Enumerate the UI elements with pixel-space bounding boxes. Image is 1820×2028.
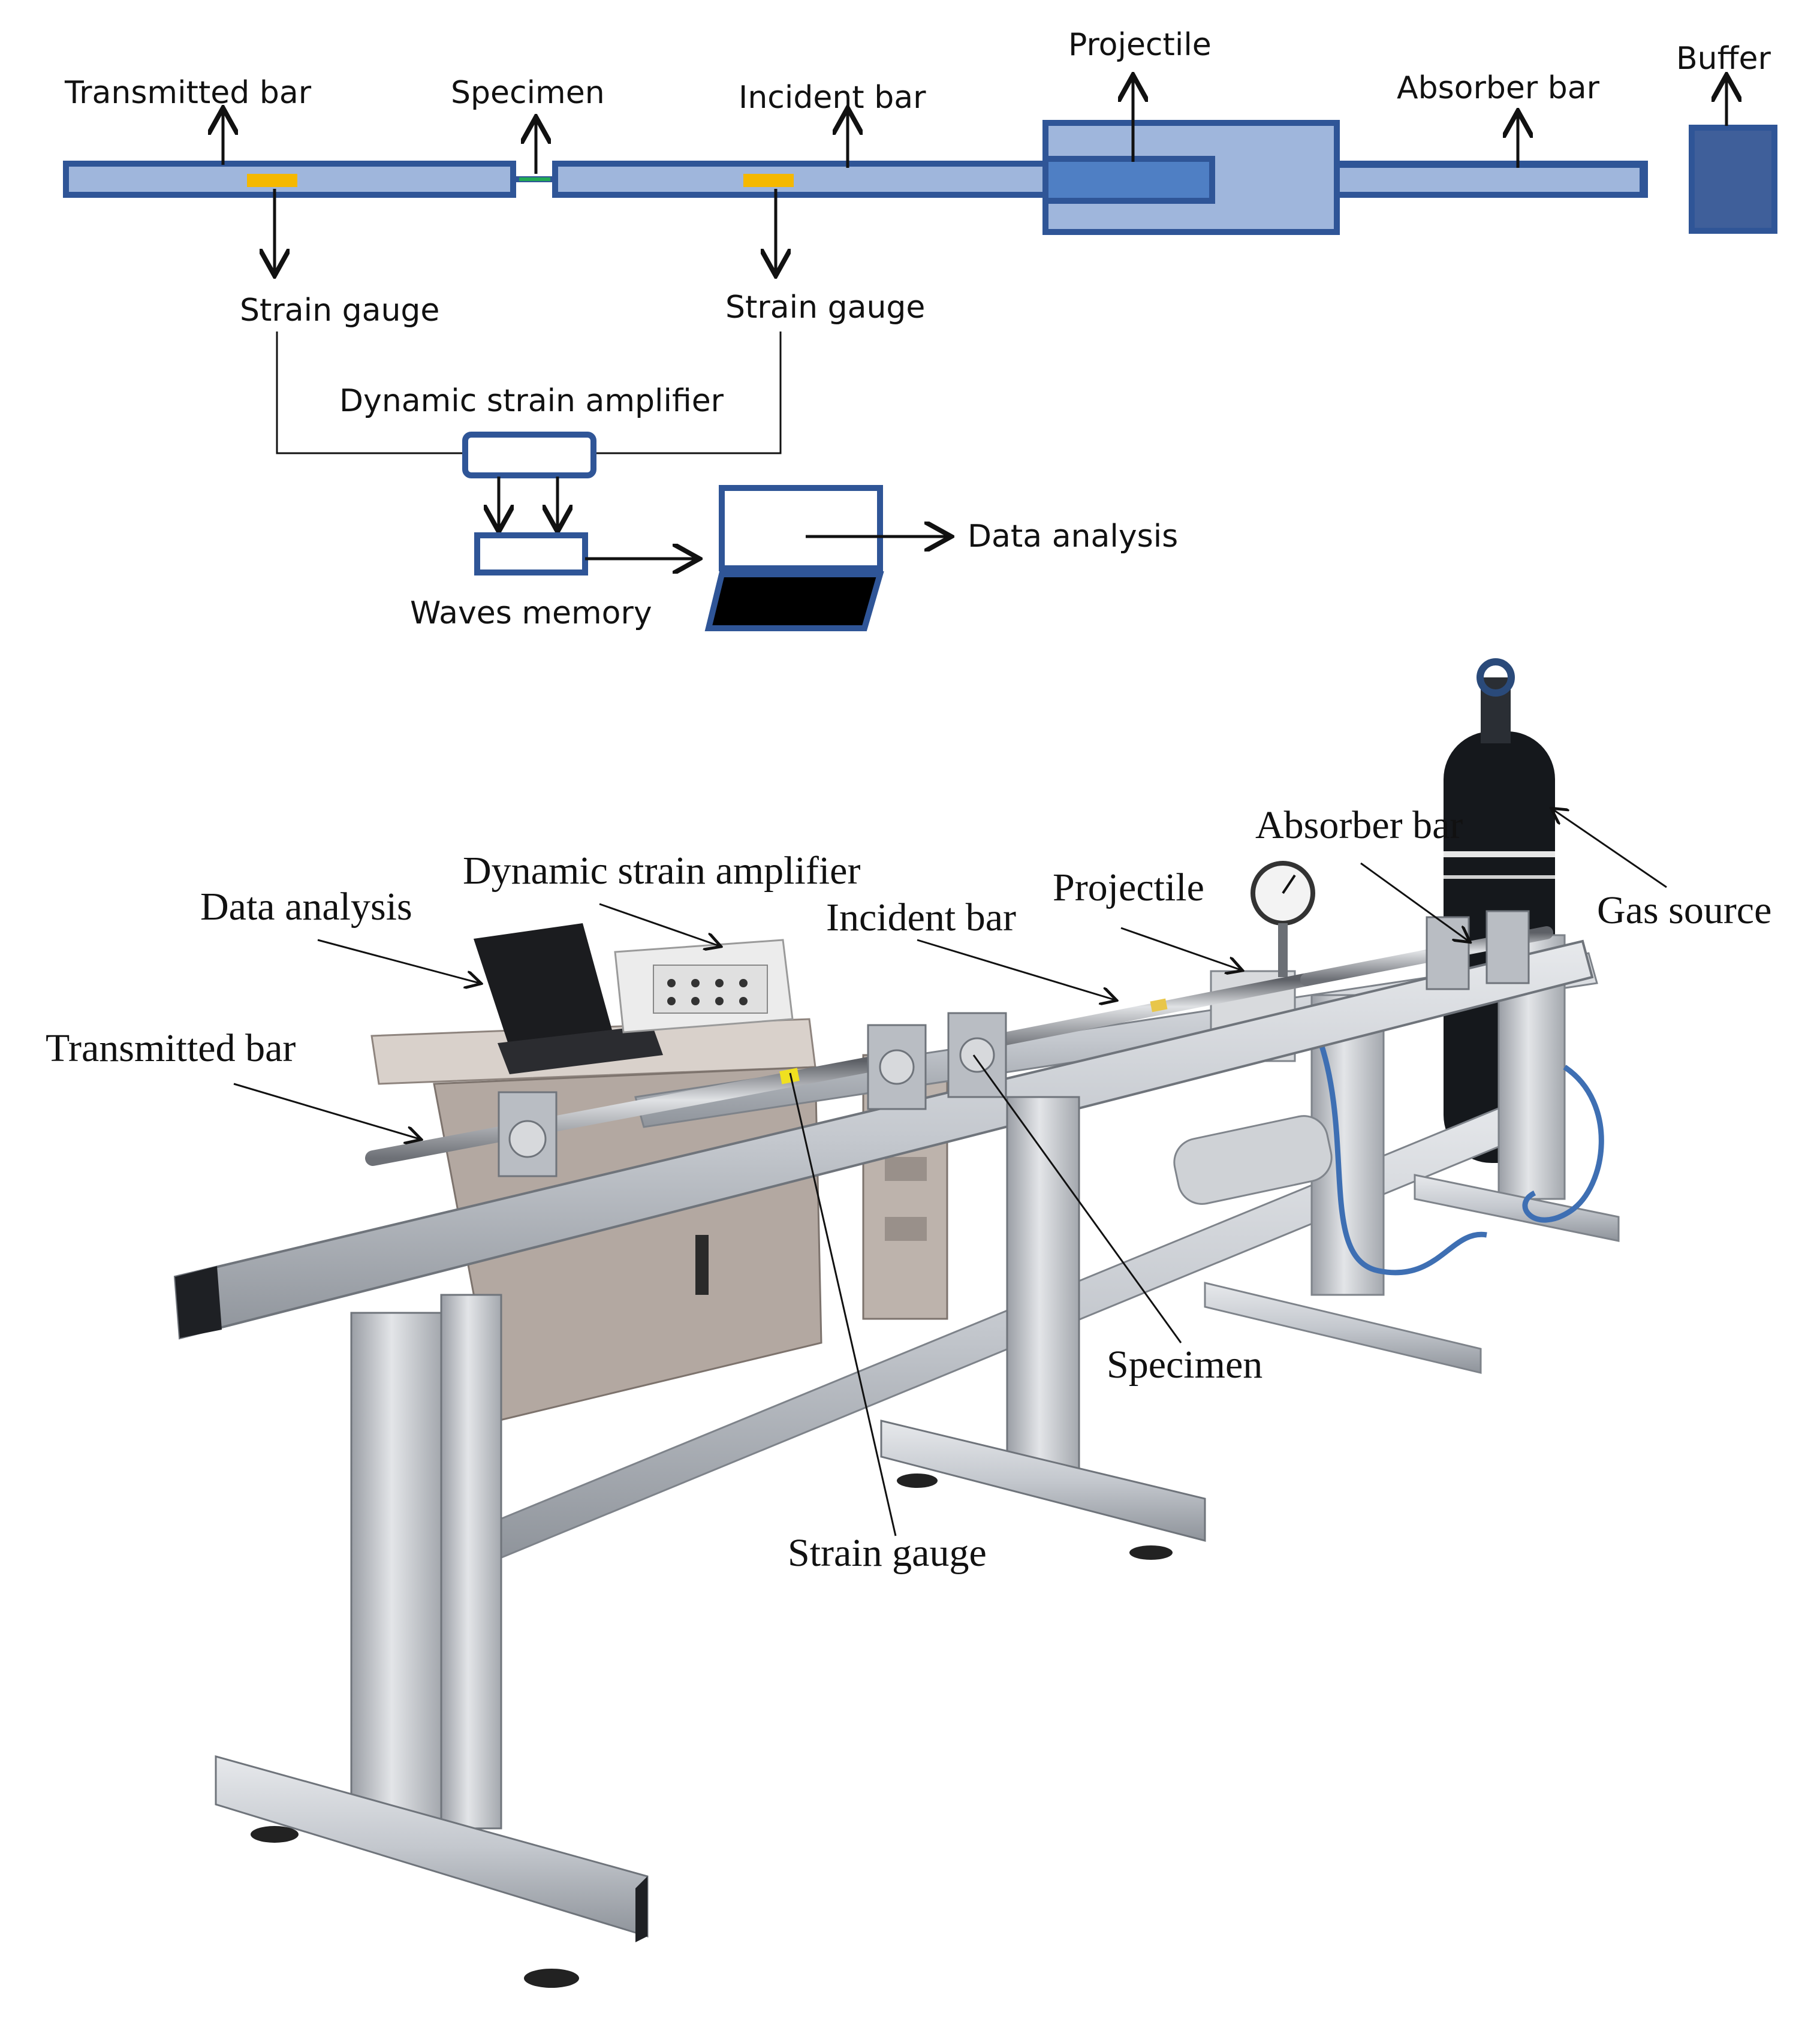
- wire-right: [593, 332, 782, 454]
- label-buffer: Buffer: [1676, 41, 1771, 77]
- leader-strain-gauge: [789, 1072, 897, 1536]
- laptop: [474, 923, 663, 1074]
- dynamic-strain-amplifier-box: [462, 432, 596, 478]
- hose-1: [1316, 1036, 1487, 1276]
- incident-bar-rod: [953, 973, 1313, 1054]
- hose-2: [1522, 1065, 1604, 1223]
- buffer: [1689, 125, 1777, 234]
- leader-projectile: [1120, 927, 1241, 970]
- leader-data-analysis: [317, 939, 480, 983]
- front-legs: [215, 1096, 1206, 1988]
- wire-left: [276, 332, 465, 454]
- photo-label-specimen: Specimen: [1107, 1343, 1262, 1387]
- label-projectile: Projectile: [1068, 27, 1212, 63]
- projectile: [1042, 156, 1215, 204]
- photo-label-projectile: Projectile: [1053, 866, 1204, 909]
- photo-label-strain-gauge: Strain gauge: [788, 1531, 987, 1575]
- leader-gas-source: [1553, 809, 1667, 888]
- label-waves-memory: Waves memory: [410, 595, 652, 631]
- photo-label-gas-source: Gas source: [1597, 888, 1771, 932]
- label-dynamic-strain-amplifier: Dynamic strain amplifier: [339, 383, 724, 419]
- label-absorber-bar: Absorber bar: [1397, 70, 1600, 106]
- waves-memory-box: [474, 532, 588, 575]
- schematic-diagram: Transmitted bar Specimen Incident bar Pr…: [63, 27, 1777, 631]
- strain-gauge-marker-incident: [1150, 998, 1168, 1013]
- strain-gauge-right: [743, 174, 794, 187]
- leader-dynamic-strain-amplifier: [599, 903, 719, 946]
- transmitted-bar-rod: [365, 1053, 895, 1166]
- label-strain-gauge-right: Strain gauge: [725, 290, 925, 326]
- label-strain-gauge-left: Strain gauge: [240, 293, 439, 329]
- apparatus-photo: Data analysis Dynamic strain amplifier I…: [46, 658, 1771, 1988]
- bar-supports: [498, 910, 1530, 1177]
- leader-absorber-bar: [1360, 862, 1469, 941]
- strain-gauge-marker-transmitted: [779, 1068, 800, 1084]
- label-transmitted-bar: Transmitted bar: [64, 75, 312, 111]
- leader-transmitted-bar: [233, 1083, 420, 1139]
- leader-incident-bar: [917, 939, 1115, 1000]
- strain-gauge-left: [247, 174, 297, 187]
- photo-label-absorber-bar: Absorber bar: [1255, 803, 1463, 847]
- absorber-bar: [1334, 162, 1646, 198]
- photo-label-incident-bar: Incident bar: [826, 896, 1016, 939]
- leader-specimen: [972, 1054, 1182, 1343]
- photo-label-data-analysis: Data analysis: [200, 885, 412, 929]
- transmitted-bar: [63, 161, 516, 198]
- photo-label-dynamic-strain-amplifier: Dynamic strain amplifier: [463, 849, 860, 893]
- label-incident-bar: Incident bar: [739, 80, 926, 116]
- photo-label-transmitted-bar: Transmitted bar: [46, 1026, 296, 1070]
- front-rail-end: [175, 1266, 222, 1338]
- label-data-analysis: Data analysis: [968, 519, 1178, 555]
- dynamic-strain-amplifier-device: [614, 939, 794, 1033]
- leader-lines: [233, 809, 1667, 1536]
- label-specimen: Specimen: [451, 75, 605, 111]
- laptop-icon: [704, 485, 884, 631]
